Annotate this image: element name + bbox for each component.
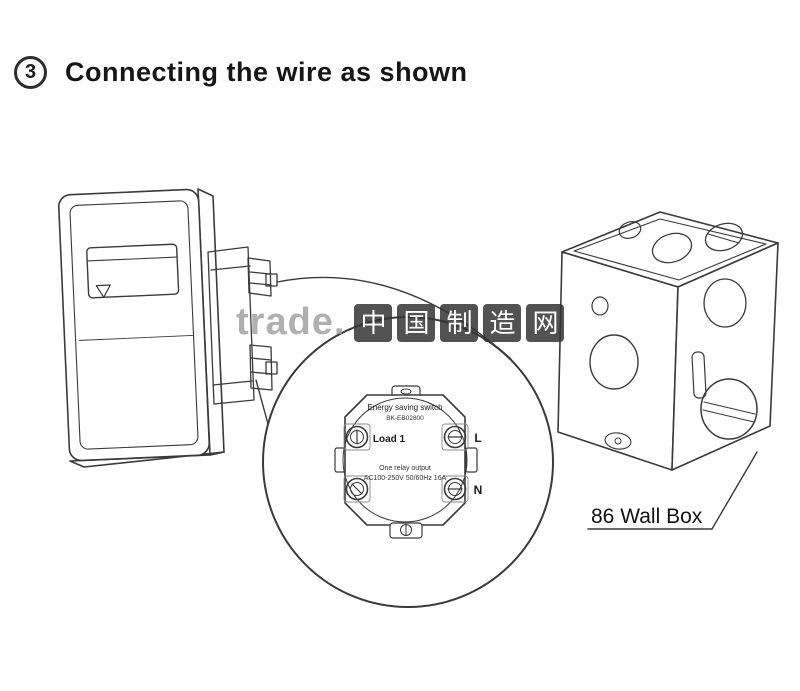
leader-curve-top bbox=[276, 276, 512, 360]
top-knockout-right bbox=[704, 222, 744, 252]
side-knockout-upper bbox=[703, 278, 747, 328]
module-relay-text: One relay output bbox=[379, 465, 431, 472]
watermark-cjk-box: 国 bbox=[397, 303, 436, 342]
terminal-screw-N bbox=[443, 477, 467, 501]
page-title: Connecting the wire as shown bbox=[65, 57, 468, 87]
wall-box-top-rim bbox=[573, 218, 767, 281]
front-oval-bottom bbox=[604, 432, 632, 450]
module-rating-text: AC100-250V 50/60Hz 16A bbox=[364, 475, 447, 482]
watermark-cjk-box: 造 bbox=[483, 303, 522, 342]
front-knockout-large bbox=[589, 334, 639, 390]
wall-box-label: 86 Wall Box bbox=[591, 505, 703, 528]
watermark-cjk-char: 中 bbox=[360, 307, 387, 338]
terminal-screw-bottom-left bbox=[345, 477, 369, 501]
module-body bbox=[344, 394, 466, 526]
module-load-label: Load 1 bbox=[373, 434, 406, 445]
terminal-screw-top-left bbox=[345, 425, 369, 449]
terminal-screw-L bbox=[443, 425, 467, 449]
panel-seam bbox=[79, 335, 193, 341]
module-model-number: BK-EB02800 bbox=[386, 415, 424, 422]
magnifier-leader-lines bbox=[255, 276, 512, 425]
module-ear-right bbox=[465, 447, 478, 473]
card-switch-drawing bbox=[57, 188, 278, 468]
watermark-cjk-char: 网 bbox=[532, 307, 559, 338]
side-knockout-screw bbox=[700, 378, 758, 440]
module-tab-top-slot bbox=[400, 388, 412, 395]
watermark-cjk-box: 中 bbox=[354, 303, 393, 342]
terminal-label-N: N bbox=[474, 483, 483, 497]
terminal-screws bbox=[343, 423, 469, 503]
terminal-label-L: L bbox=[474, 431, 481, 445]
switch-front-panel bbox=[57, 188, 211, 462]
header: 3 Connecting the wire as shown bbox=[14, 56, 468, 89]
front-knockout-small bbox=[591, 296, 609, 316]
wall-box-front-face bbox=[557, 251, 679, 471]
terminal-stub-bottom bbox=[265, 361, 278, 375]
module-device-name: Energy saving switch bbox=[367, 403, 442, 412]
wall-box-label-leader bbox=[587, 451, 758, 530]
card-slot-arrow bbox=[95, 284, 111, 298]
watermark-cjk-box: 制 bbox=[440, 303, 479, 342]
watermark: trade. 中 国 制 造 网 bbox=[236, 301, 565, 344]
card-slot bbox=[86, 243, 180, 299]
module-inner-circle bbox=[342, 397, 468, 523]
switch-front-panel-inner bbox=[69, 200, 199, 450]
watermark-cjk-box: 网 bbox=[526, 303, 565, 342]
terminal-stub-top bbox=[265, 273, 278, 287]
top-knockout-small bbox=[618, 221, 642, 239]
side-slot bbox=[691, 351, 707, 399]
switch-mechanism bbox=[207, 246, 278, 405]
watermark-latin-text: trade. bbox=[236, 301, 346, 343]
leader-line-bottom bbox=[255, 379, 269, 425]
watermark-cjk-char: 国 bbox=[403, 307, 430, 338]
wall-box-drawing bbox=[557, 211, 779, 471]
watermark-cjk-char: 造 bbox=[489, 307, 516, 338]
top-knockout-mid bbox=[651, 232, 693, 264]
card-slot-opening bbox=[86, 256, 178, 262]
watermark-cjk-char: 制 bbox=[446, 307, 473, 338]
magnified-switch-back bbox=[262, 316, 554, 608]
step-number-badge: 3 bbox=[14, 56, 47, 89]
